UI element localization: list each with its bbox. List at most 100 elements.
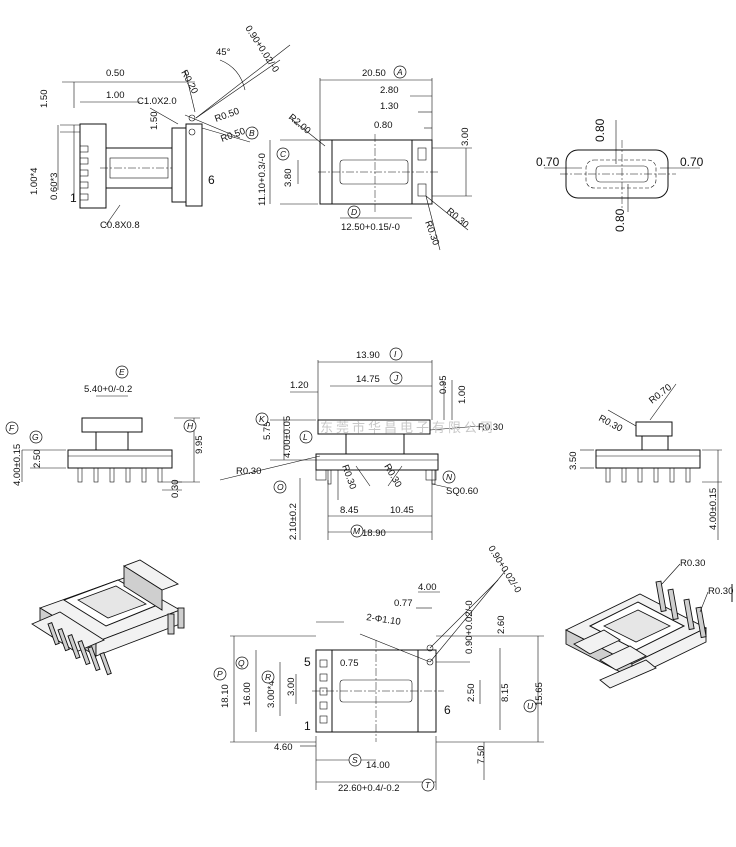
callout-circle (235, 656, 249, 670)
dim-label: 3.00 (460, 128, 471, 147)
view-iso-left (31, 559, 185, 676)
dim-label: 0.75 (340, 658, 359, 669)
callout-circle (421, 778, 435, 792)
bobbin-flange-pin (185, 123, 203, 207)
callout-letter: H (187, 421, 194, 431)
dim-label: 11.10+0.3/-0 (257, 153, 268, 206)
dim-label: 1.50 (39, 90, 50, 109)
dim-label: 15.65 (534, 682, 545, 706)
callout-circle (29, 430, 43, 444)
callout-circle (273, 480, 287, 494)
front-base (67, 449, 173, 469)
dim-label: 16.00 (242, 682, 253, 706)
dim-label: 0.60*3 (49, 173, 60, 200)
callout-circle (115, 365, 129, 379)
callout-letter: O (277, 482, 284, 492)
callout-letter: F (9, 423, 15, 433)
front-pins (77, 467, 163, 483)
dim-label: R0.30 (422, 219, 441, 247)
callout-letter: T (425, 780, 431, 790)
pin-hole (188, 128, 196, 136)
view-front-right: R0.70 R0.30 3.50 4.00±0.15 (568, 382, 722, 540)
dim-label: 45° (216, 47, 231, 58)
dim-label: 8.15 (500, 684, 511, 703)
bplan-pin-holes (319, 659, 328, 724)
dim-label: 2.60 (496, 616, 507, 635)
callout-letter: U (527, 701, 534, 711)
dim-label: 14.00 (366, 760, 390, 771)
dim-label: 0.90+0.02/-0 (485, 544, 523, 595)
dim-label: 3.00 (286, 678, 297, 697)
dim-label: 12.50+0.15/-0 (341, 222, 400, 233)
dim-label: 4.00±0.15 (12, 444, 23, 486)
callout-circle (393, 65, 407, 79)
centre-left-foot (315, 469, 327, 481)
dim-label: 4.60 (274, 742, 293, 753)
callout-letter: G (32, 432, 39, 442)
front-core-post (95, 431, 129, 451)
callout-circle (389, 347, 403, 361)
iso-right-pins (655, 580, 707, 639)
callout-circle (523, 699, 537, 713)
dim-label: 1.30 (380, 101, 399, 112)
callout-circle (348, 753, 362, 767)
dim-label: 4.00±0.15 (708, 488, 719, 530)
dim-label: 4.00±0.05 (282, 416, 293, 458)
callout-circle (255, 412, 269, 426)
bobbin-flange-right (171, 127, 187, 203)
right-pins (605, 467, 691, 483)
callout-letter: E (119, 367, 125, 377)
callout-letter: Q (238, 658, 245, 668)
dim-label: 0.80 (593, 118, 607, 142)
pin-number: 6 (444, 703, 451, 717)
callout-circle (245, 126, 259, 140)
pin-number: 6 (208, 173, 215, 187)
bobbin-base-wall (79, 123, 107, 209)
dim-label: 22.60+0.4/-0.2 (338, 783, 400, 794)
callout-letter: M (353, 526, 361, 536)
dim-label: 1.20 (290, 380, 309, 391)
view-end-detail: 0.80 0.70 0.70 0.80 (536, 118, 704, 232)
dim-label: R0.30 (708, 586, 733, 597)
dim-label: 13.90 (356, 350, 380, 361)
callout-circle (350, 524, 364, 538)
dim-label: R2.00 (286, 112, 312, 137)
callout-letter: P (217, 669, 223, 679)
dim-label: 4.00 (418, 582, 437, 593)
dim-label: 5.40+0/-0.2 (84, 384, 132, 395)
right-core-post (641, 435, 669, 451)
dim-label: 1.50 (149, 112, 160, 131)
dim-label: 20.50 (362, 68, 386, 79)
callout-letter: A (396, 67, 403, 77)
callout-circle (442, 470, 456, 484)
dim-label: 1.00 (106, 90, 125, 101)
dim-label: 0.50 (106, 68, 125, 79)
callout-letter: S (352, 755, 358, 765)
right-top-cap (635, 421, 673, 437)
front-top-cap (81, 417, 143, 433)
dim-label: R0.50 (213, 106, 241, 125)
dim-label: 0.80 (374, 120, 393, 131)
watermark: 东莞市华昌电子有限公司 (320, 420, 496, 435)
centre-core-post (345, 433, 405, 455)
callout-circle (213, 667, 227, 681)
callout-letter: I (394, 349, 397, 359)
dim-label: 0.80 (613, 208, 627, 232)
pin-hole (188, 114, 196, 122)
dim-label: 1.00*4 (29, 168, 40, 195)
dim-label: 1.00 (457, 386, 468, 405)
dim-label: 2.50 (466, 684, 477, 703)
centre-right-foot (425, 469, 437, 481)
dim-label: 2.10±0.2 (288, 503, 299, 540)
dim-label: C0.8X0.8 (100, 220, 140, 231)
view-front-centre: 13.90 14.75 1.20 0.95 1.00 5.75 4.00±0.0… (219, 347, 503, 540)
dim-label: 10.45 (390, 505, 414, 516)
dim-label: 3.00*4 (266, 681, 277, 708)
callout-circle (347, 205, 361, 219)
dim-label: 5.75 (262, 422, 273, 441)
centre-base (315, 453, 439, 471)
view-iso-right: R0.30 R0.30 (564, 558, 733, 689)
dim-label: R0.50 (219, 126, 247, 145)
callout-circle (5, 421, 19, 435)
